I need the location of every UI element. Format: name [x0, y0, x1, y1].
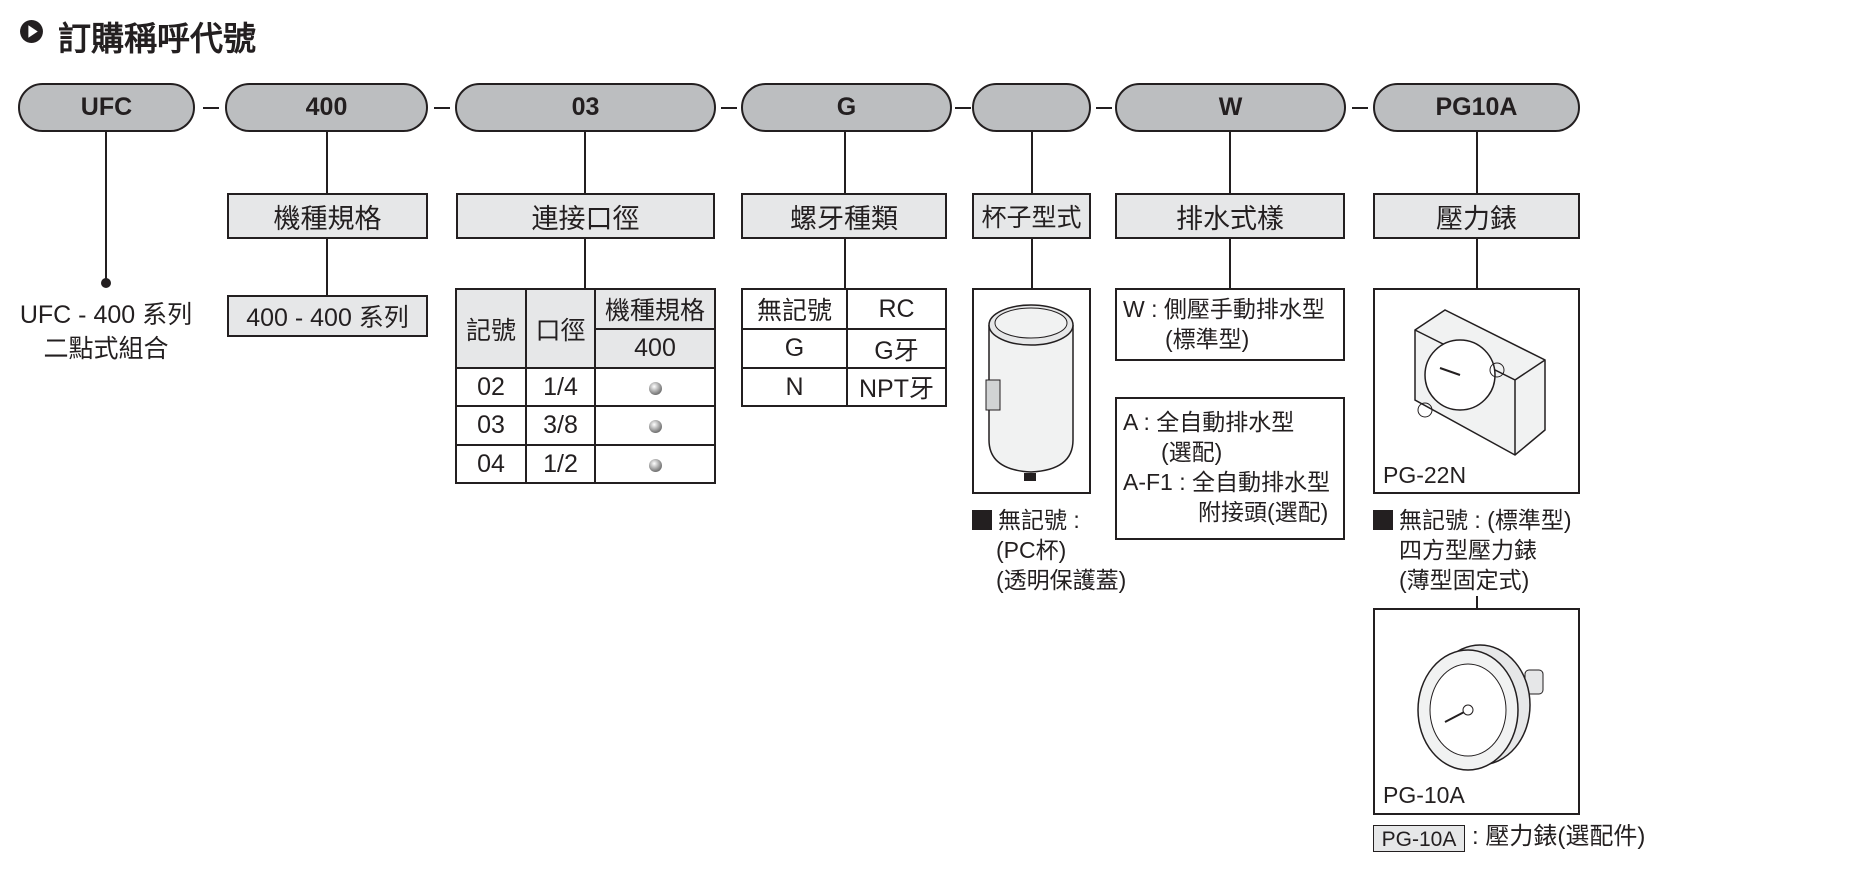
legend-text: : 壓力錶(選配件)	[1472, 823, 1646, 850]
drain-a-line1: A : 全自動排水型	[1123, 409, 1295, 435]
code-pill-series: UFC	[18, 83, 195, 132]
connector-line	[1229, 238, 1231, 289]
legend-code-badge: PG-10A	[1373, 825, 1465, 852]
dash	[721, 107, 737, 109]
thread-cell: NPT牙	[846, 367, 947, 407]
cup-note-line2: (PC杯)	[996, 537, 1067, 563]
label-port: 連接口徑	[456, 193, 715, 239]
connector-line	[1476, 132, 1478, 194]
drain-option-w: W : 側壓手動排水型 (標準型)	[1115, 288, 1345, 361]
label-model: 機種規格	[227, 193, 428, 239]
drain-w-line2: (標準型)	[1165, 326, 1250, 352]
gauge-note-line2: 四方型壓力錶	[1399, 537, 1537, 563]
connector-line	[326, 238, 328, 295]
square-gauge-illustration	[1414, 309, 1546, 456]
dash	[1352, 107, 1368, 109]
pg10a-label: PG-10A	[1383, 782, 1465, 808]
code-cell: G	[741, 328, 848, 369]
drain-a-line2: (選配)	[1161, 439, 1223, 465]
header-code: 記號	[455, 288, 527, 369]
code-cell: 04	[455, 444, 527, 484]
drain-option-a: A : 全自動排水型 (選配) A-F1 : 全自動排水型 附接頭(選配)	[1115, 397, 1345, 540]
available-dot-icon	[648, 420, 662, 433]
connector-line	[105, 132, 107, 282]
header-400: 400	[594, 328, 716, 369]
pg22n-label: PG-22N	[1383, 462, 1467, 488]
gauge-pg10a-box: PG-10A	[1373, 608, 1580, 815]
size-cell: 1/2	[525, 444, 596, 484]
dash	[203, 107, 219, 109]
gauge-note: 無記號 : (標準型) 四方型壓力錶 (薄型固定式)	[1373, 505, 1633, 595]
connector-line	[1031, 238, 1033, 289]
available-dot-icon	[648, 381, 662, 395]
connector-line	[584, 132, 586, 194]
connector-dot	[101, 278, 111, 288]
code-cell: 02	[455, 367, 527, 407]
drain-af1-line2: 附接頭(選配)	[1198, 499, 1329, 525]
available-cell	[594, 367, 716, 407]
code-pill-thread: G	[741, 83, 952, 132]
play-circle-icon	[20, 20, 43, 43]
code-pill-drain: W	[1115, 83, 1346, 132]
header-model: 機種規格	[594, 288, 716, 330]
code-pill-cup	[972, 83, 1091, 132]
series-description: UFC - 400 系列二點式組合	[0, 298, 212, 366]
header-size: 口徑	[525, 288, 596, 369]
available-cell	[594, 444, 716, 484]
connector-line	[1476, 238, 1478, 289]
standard-marker-icon	[1373, 510, 1393, 530]
dash	[1096, 107, 1112, 109]
drain-w-line1: W : 側壓手動排水型	[1123, 296, 1325, 322]
size-cell: 3/8	[525, 405, 596, 446]
cup-note-line1: 無記號 :	[998, 507, 1080, 533]
connector-line	[1031, 132, 1033, 194]
thread-cell: RC	[846, 288, 947, 330]
series-line1: UFC - 400 系列	[19, 301, 193, 329]
code-pill-model: 400	[225, 83, 428, 132]
page-title: 訂購稱呼代號	[58, 20, 256, 57]
label-thread: 螺牙種類	[741, 193, 947, 239]
round-gauge-illustration	[1417, 644, 1544, 771]
code-cell: 無記號	[741, 288, 848, 330]
gauge-note-line1: 無記號 : (標準型)	[1399, 507, 1572, 533]
connector-line	[326, 132, 328, 194]
label-gauge: 壓力錶	[1373, 193, 1580, 239]
label-cup: 杯子型式	[972, 193, 1091, 239]
connector-line	[844, 132, 846, 194]
code-cell: N	[741, 367, 848, 407]
code-pill-port: 03	[455, 83, 716, 132]
cup-note-line3: (透明保護蓋)	[996, 567, 1127, 593]
available-cell	[594, 405, 716, 446]
gauge-note-line3: (薄型固定式)	[1399, 567, 1530, 593]
size-cell: 1/4	[525, 367, 596, 407]
series-line2: 二點式組合	[43, 335, 169, 363]
gauge-pg22n-box: PG-22N	[1373, 288, 1580, 494]
connector-line	[1229, 132, 1231, 194]
standard-marker-icon	[972, 510, 992, 530]
connector-line	[584, 238, 586, 289]
available-dot-icon	[648, 458, 662, 472]
dash	[434, 107, 450, 109]
model-value: 400 - 400 系列	[227, 295, 428, 337]
code-cell: 03	[455, 405, 527, 446]
cup-note: 無記號 : (PC杯) (透明保護蓋)	[972, 505, 1172, 595]
connector-line	[1476, 596, 1478, 608]
cup-image-box	[972, 288, 1091, 494]
dash	[955, 107, 971, 109]
label-drain: 排水式樣	[1115, 193, 1345, 239]
thread-cell: G牙	[846, 328, 947, 369]
code-pill-gauge: PG10A	[1373, 83, 1580, 132]
drain-af1-line1: A-F1 : 全自動排水型	[1123, 469, 1331, 495]
connector-line	[844, 238, 846, 289]
pc-cup-illustration	[985, 304, 1074, 481]
